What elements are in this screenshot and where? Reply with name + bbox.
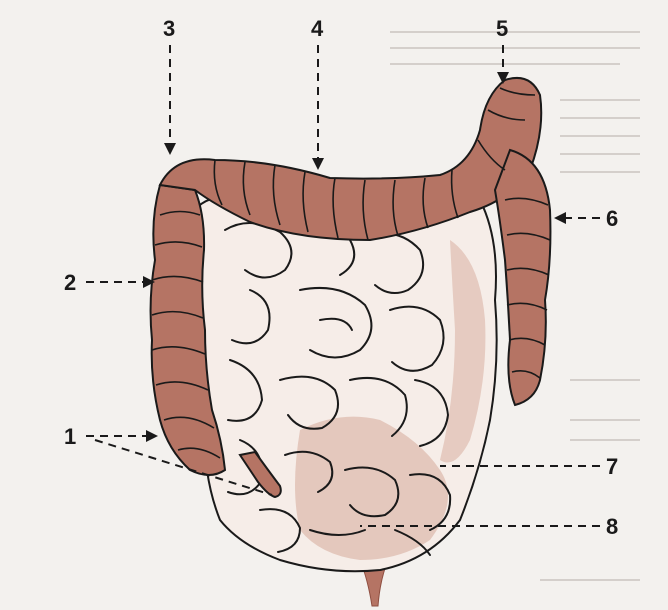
callout-label-8: 8 <box>606 514 618 539</box>
callout-label-2: 2 <box>64 270 76 295</box>
arrowhead-6 <box>554 212 566 224</box>
arrowhead-1 <box>146 430 158 442</box>
descending-colon <box>495 150 550 405</box>
arrowhead-4 <box>312 158 324 170</box>
callout-label-7: 7 <box>606 454 618 479</box>
arrowhead-3 <box>164 143 176 155</box>
callout-label-1: 1 <box>64 424 76 449</box>
callout-label-3: 3 <box>163 16 175 41</box>
callout-label-6: 6 <box>606 206 618 231</box>
callout-label-5: 5 <box>496 16 508 41</box>
callout-label-4: 4 <box>311 16 324 41</box>
